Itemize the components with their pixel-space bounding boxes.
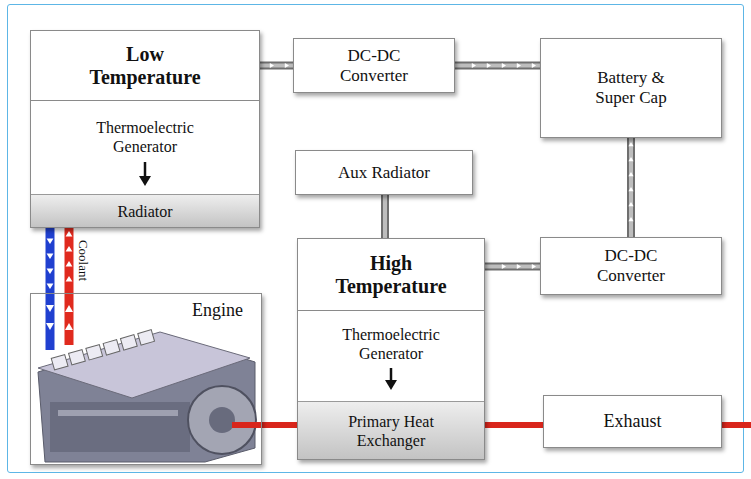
valve-cover: [138, 330, 155, 345]
arrow-shaft: [144, 162, 147, 178]
converter-box: DC-DC Converter: [293, 38, 455, 93]
radiator-band: Radiator: [31, 194, 259, 227]
flow-arrowhead: [285, 63, 289, 68]
engine-rail: [58, 410, 178, 416]
stage-label: Thermoelectric Generator: [80, 118, 210, 156]
valve-cover: [69, 350, 86, 365]
exhaust-pipe: [262, 422, 298, 428]
flow-arrowhead: [66, 246, 73, 251]
flow-arrowhead: [47, 269, 54, 274]
stage-box: High TemperatureThermoelectric Generator…: [297, 238, 485, 460]
flow-arrowhead: [502, 264, 506, 269]
flow-arrowhead: [532, 264, 536, 269]
box-label: DC-DC Converter: [576, 246, 686, 286]
flow-arrowhead: [628, 142, 633, 146]
connector: [260, 63, 293, 68]
connector: [66, 227, 73, 293]
flow-arrowhead: [47, 239, 54, 244]
connector-inner: [260, 64, 293, 68]
valve-cover: [51, 355, 68, 370]
connector-outer: [455, 62, 540, 70]
connector-inner: [455, 64, 540, 68]
exhaust-pipe: [484, 422, 543, 428]
connector-outer: [627, 138, 635, 237]
connector-inner: [383, 195, 387, 238]
connector: [484, 425, 543, 426]
engine-crankcase: [50, 402, 190, 452]
flow-arrowhead: [628, 157, 633, 161]
flow-arrow: [65, 323, 73, 330]
flywheel: [188, 386, 256, 454]
coolant-pipe: [46, 227, 55, 293]
connector-outer: [260, 62, 293, 70]
flow-arrowhead: [270, 63, 274, 68]
stage-box: Low TemperatureThermoelectric GeneratorR…: [30, 30, 260, 228]
connector: [455, 63, 540, 68]
flow-arrowhead: [487, 63, 491, 68]
arrow-shaft: [390, 368, 393, 382]
valve-cover: [103, 340, 120, 355]
flow-arrowhead: [47, 254, 54, 259]
connector-outer: [485, 263, 540, 271]
coolant-pipe: [65, 227, 74, 293]
radiator-box: Aux Radiator: [295, 150, 473, 195]
box-label: Exhaust: [604, 411, 662, 432]
flow-arrow: [46, 305, 54, 312]
flow-arrowhead: [66, 261, 73, 266]
flow-arrowhead: [502, 63, 506, 68]
connector: [262, 425, 298, 426]
connector: [385, 195, 386, 238]
flow-arrowhead: [472, 63, 476, 68]
connector: [47, 227, 54, 293]
connector: [485, 264, 540, 269]
coolant-pipe-in: [46, 293, 55, 350]
down-arrow: [385, 368, 397, 390]
flow-arrowhead: [628, 172, 633, 176]
connector: [628, 138, 633, 237]
engine-illustration: [38, 293, 262, 462]
arrow-head: [139, 176, 151, 186]
down-arrow: [139, 162, 151, 186]
flow-arrowhead: [517, 63, 521, 68]
flow-arrowhead: [47, 284, 54, 289]
heat-exchanger-band: Primary Heat Exchanger: [298, 401, 484, 459]
exhaust-box: Exhaust: [543, 395, 722, 448]
storage-box: Battery & Super Cap: [540, 38, 722, 138]
box-label: Primary Heat Exchanger: [336, 412, 446, 450]
connector-inner: [629, 138, 633, 237]
stage-heading: High Temperature: [298, 239, 484, 311]
flow-arrowhead: [532, 63, 536, 68]
box-label: Radiator: [117, 202, 172, 221]
connector-outer: [381, 195, 389, 238]
box-label: DC-DC Converter: [319, 46, 429, 86]
stage-label: Thermoelectric Generator: [326, 325, 456, 363]
connector-inner: [485, 265, 540, 269]
valve-cover: [86, 345, 103, 360]
flow-arrowhead: [66, 231, 73, 236]
box-label: Aux Radiator: [338, 163, 430, 183]
flow-arrow: [46, 323, 54, 330]
converter-box: DC-DC Converter: [540, 237, 722, 295]
flow-arrowhead: [628, 187, 633, 191]
arrow-head: [385, 380, 397, 390]
box-label: Battery & Super Cap: [581, 68, 681, 108]
flow-arrowhead: [628, 202, 633, 206]
exhaust-pipe-stub: [232, 422, 262, 428]
box-label: Engine: [192, 299, 243, 321]
valve-cover: [120, 335, 137, 350]
coolant-pipe-out: [65, 293, 74, 345]
flow-arrowhead: [517, 264, 521, 269]
flywheel-hub: [209, 407, 235, 433]
exhaust-pipe-outlet: [722, 422, 751, 428]
flow-arrowhead: [628, 217, 633, 221]
engine-box: Engine: [30, 293, 262, 465]
flow-arrowhead: [66, 276, 73, 281]
flow-arrow: [65, 305, 73, 312]
stage-heading: Low Temperature: [31, 31, 259, 101]
connector-label: Coolant: [76, 239, 91, 280]
